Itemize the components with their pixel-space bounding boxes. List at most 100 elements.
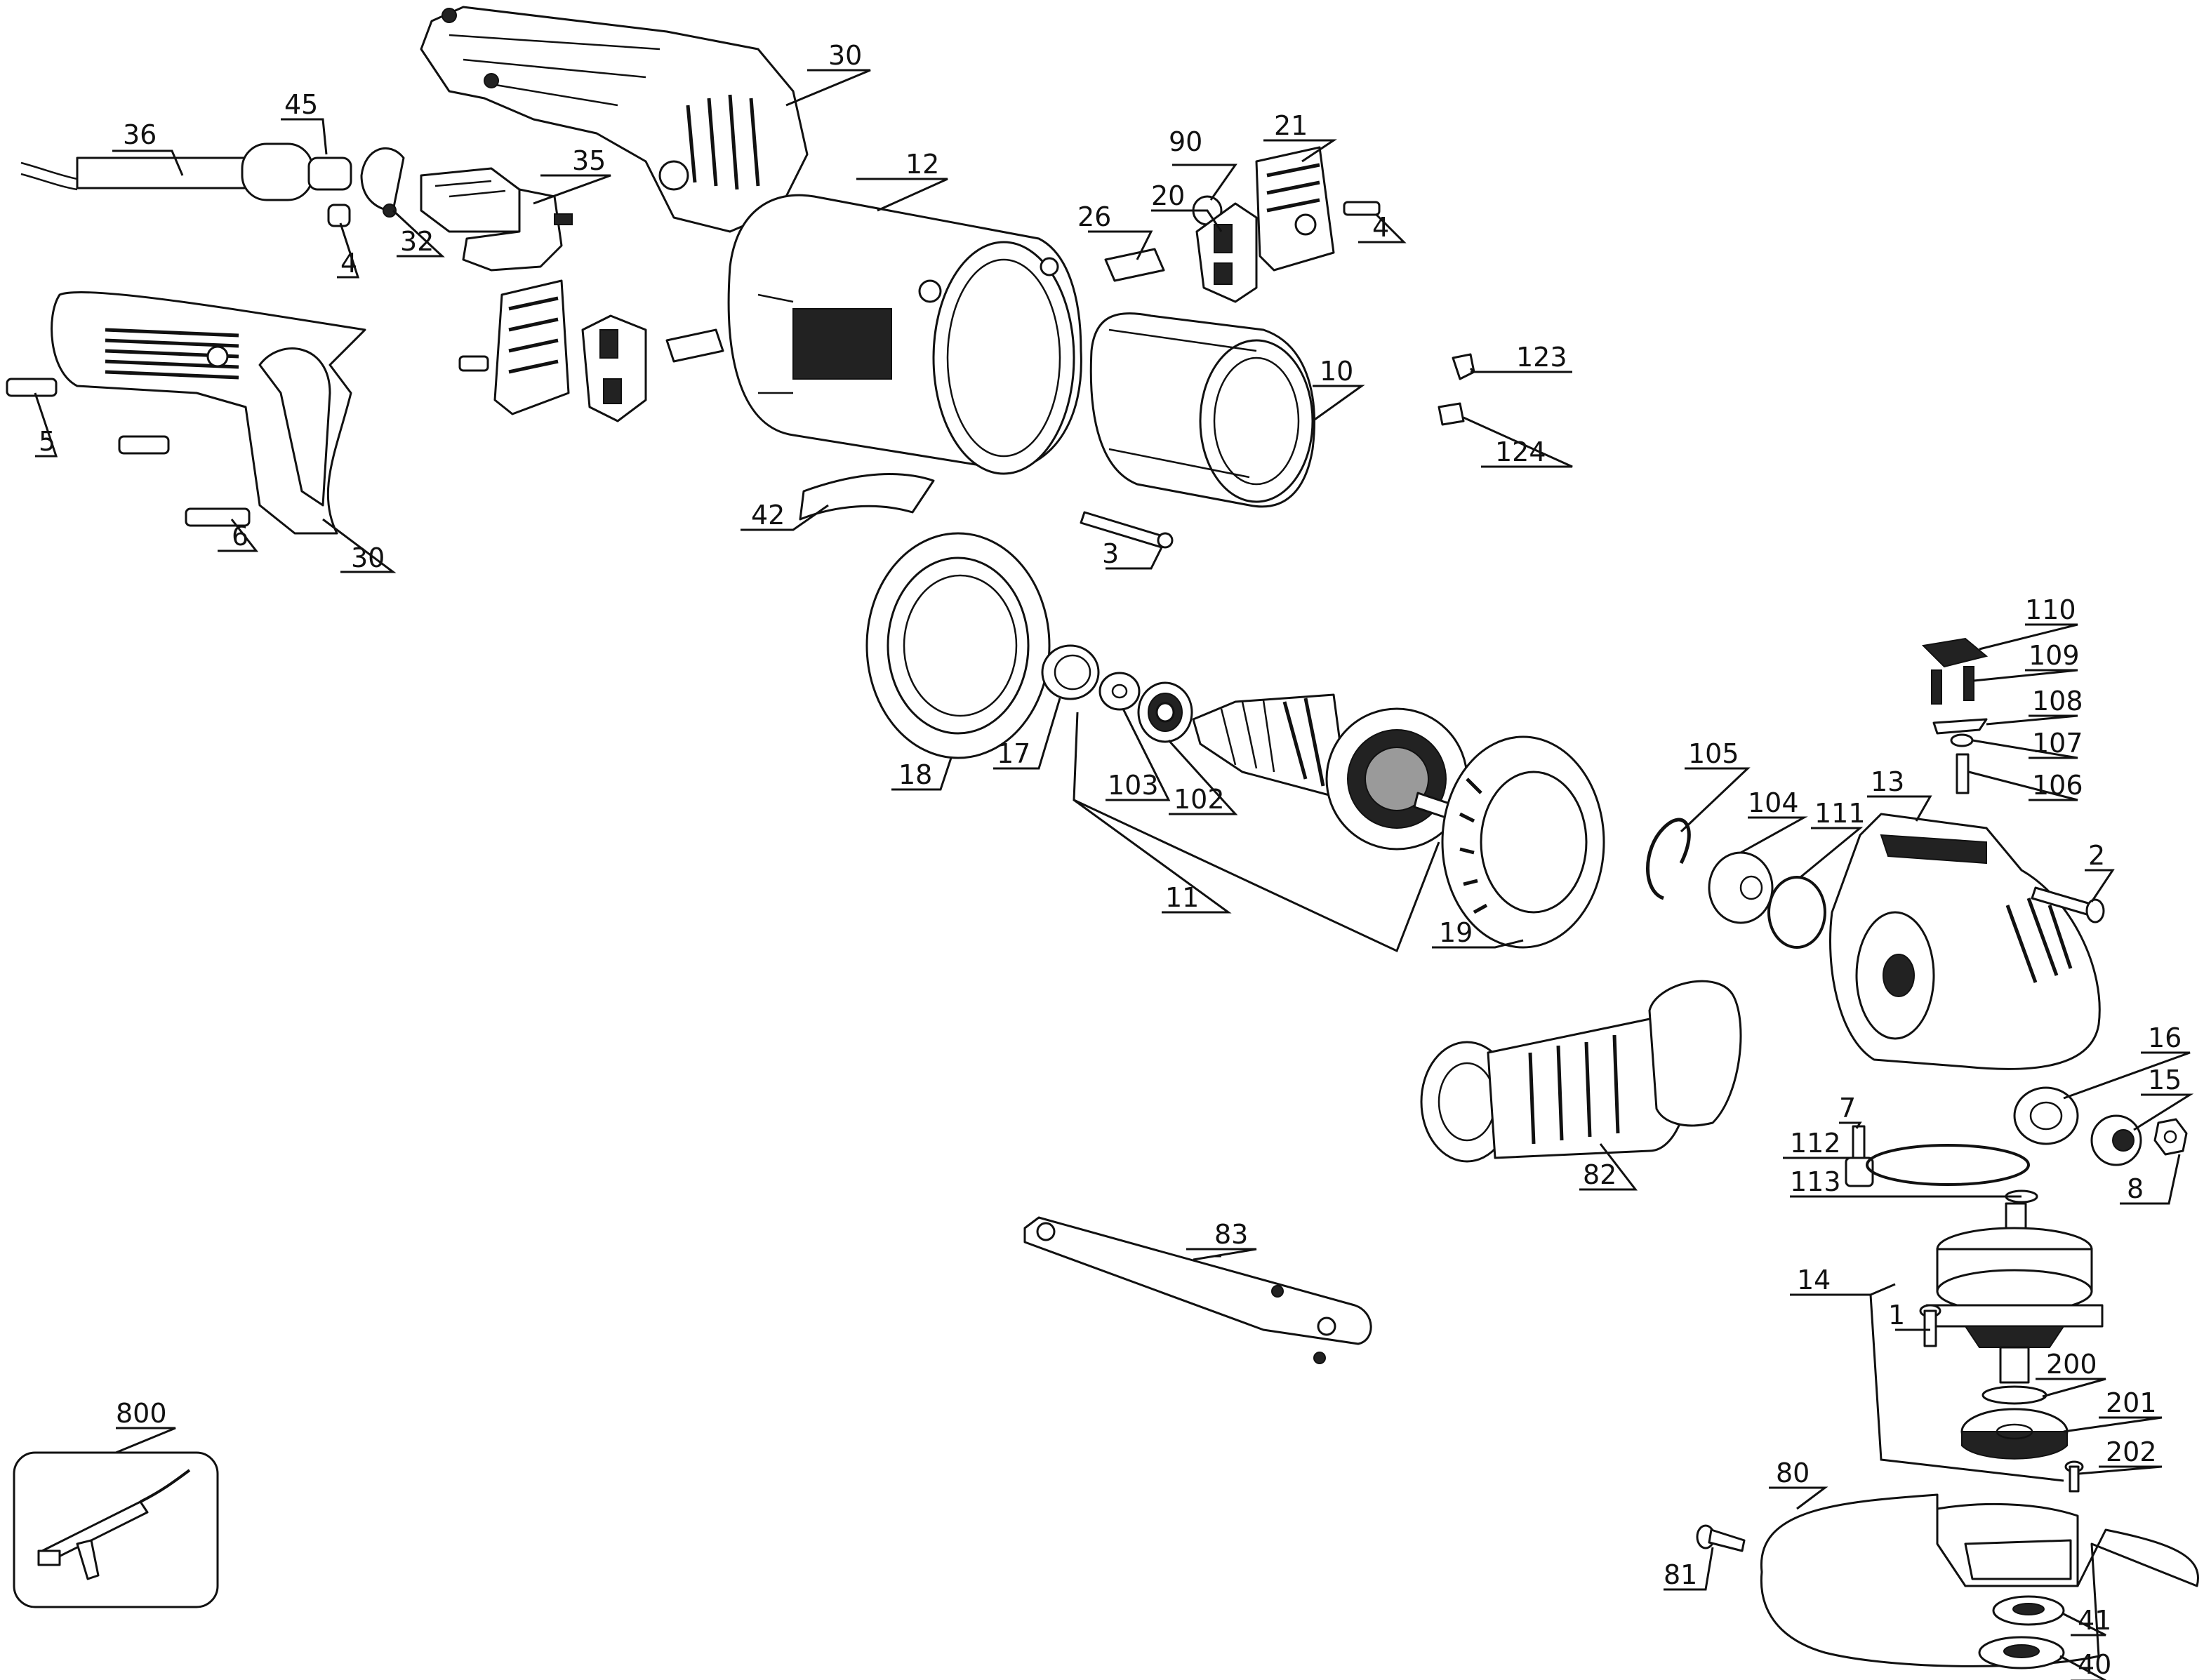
screw-right [1343,201,1381,216]
callout-107: 107 [2032,728,2083,759]
spanner-wrench [1023,1216,1372,1364]
callout-15: 15 [2148,1065,2182,1095]
flange-washer [1981,1385,2047,1405]
wheel-flange [1960,1408,2069,1460]
callout-10: 10 [1320,356,1353,387]
needle-bearing [2013,1086,2079,1145]
armature [1192,693,1468,851]
baffle [865,532,1051,759]
screw-left [327,204,351,227]
o-ring [1767,876,1826,949]
leader-lines [34,69,2194,1680]
callout-13: 13 [1871,766,1904,797]
callout-35: 35 [572,145,606,176]
switch [420,167,573,272]
callout-123: 123 [1516,342,1567,373]
callout-124: 124 [1495,436,1546,467]
gear-case [1829,813,2101,1070]
callout-4-left: 4 [340,248,357,279]
power-cord [20,142,352,201]
callout-80: 80 [1776,1458,1810,1488]
callout-20: 20 [1151,180,1185,211]
callout-112: 112 [1790,1128,1841,1159]
callout-103: 103 [1108,770,1159,801]
callout-17: 17 [997,738,1030,769]
brush-holder-top [1192,195,1258,303]
callout-42: 42 [751,500,785,531]
handle-housing-bottom [51,291,366,535]
callout-1: 1 [1888,1300,1905,1331]
spindle-lock-button [1921,637,1989,794]
callout-7: 7 [1839,1093,1856,1124]
callout-36: 36 [123,119,157,150]
callout-2: 2 [2088,840,2105,871]
callout-110: 110 [2025,594,2076,625]
brush-cover-left [458,279,570,415]
retaining-ring [1646,818,1691,900]
callout-11: 11 [1165,882,1199,913]
washer [1098,672,1141,711]
callout-105: 105 [1688,738,1739,769]
callout-113: 113 [1790,1166,1841,1197]
callout-202: 202 [2106,1436,2157,1467]
callout-32: 32 [400,226,434,257]
motor-housing [727,194,1082,475]
callout-81: 81 [1664,1559,1697,1590]
callout-109: 109 [2029,640,2080,671]
screw-7 [1845,1125,1874,1187]
screw-202 [2064,1460,2084,1493]
callout-21: 21 [1274,110,1308,141]
callout-14: 14 [1797,1265,1831,1295]
callout-26: 26 [1077,201,1111,232]
outer-flange [1992,1595,2065,1626]
callout-40: 40 [2078,1649,2111,1680]
screw-2 [2031,886,2105,924]
callout-30-top: 30 [828,40,862,71]
carbon-brush-left [665,328,724,363]
spindle-assembly [1925,1202,2104,1384]
field-stator [1089,312,1315,508]
callout-111: 111 [1814,798,1866,829]
side-handle [1420,980,1742,1163]
callout-19: 19 [1439,917,1473,948]
brush-holder-left [581,314,647,422]
callout-90: 90 [1169,126,1202,157]
screw-81 [1696,1524,1746,1552]
callout-102: 102 [1174,784,1225,815]
bearing [1137,681,1193,743]
callout-3: 3 [1102,538,1119,569]
cord-clamp [360,147,405,218]
brush-cover-top [1255,146,1335,272]
callout-18: 18 [898,759,932,790]
screw-3 [1080,511,1174,549]
screw-mid [118,435,170,455]
gasket-ring [1866,1144,2030,1186]
inset-box [13,1451,219,1608]
callout-800: 800 [116,1398,167,1429]
screw-5 [6,378,58,397]
callout-200: 200 [2046,1349,2097,1380]
callout-104: 104 [1748,787,1799,818]
callout-30-bottom: 30 [351,542,385,573]
terminal-123 [1452,353,1475,380]
callout-5: 5 [39,426,55,457]
callout-201: 201 [2106,1387,2157,1418]
label-sticker [799,473,935,521]
screw-1 [1919,1304,1941,1347]
callout-45: 45 [284,89,318,120]
handle-housing-top [420,6,809,233]
wheel-guard [1760,1493,2199,1667]
bearing-cup [1041,644,1100,700]
callout-16: 16 [2148,1022,2182,1053]
terminal-124 [1438,402,1465,426]
callout-108: 108 [2032,686,2083,716]
callout-83: 83 [1214,1219,1248,1250]
callout-82: 82 [1583,1159,1617,1190]
bearing-104 [1708,851,1774,924]
callout-8: 8 [2127,1173,2144,1204]
carbon-brush-top [1104,248,1165,282]
callout-4-right: 4 [1372,212,1389,243]
callout-6: 6 [232,521,248,552]
callout-12: 12 [905,149,939,180]
